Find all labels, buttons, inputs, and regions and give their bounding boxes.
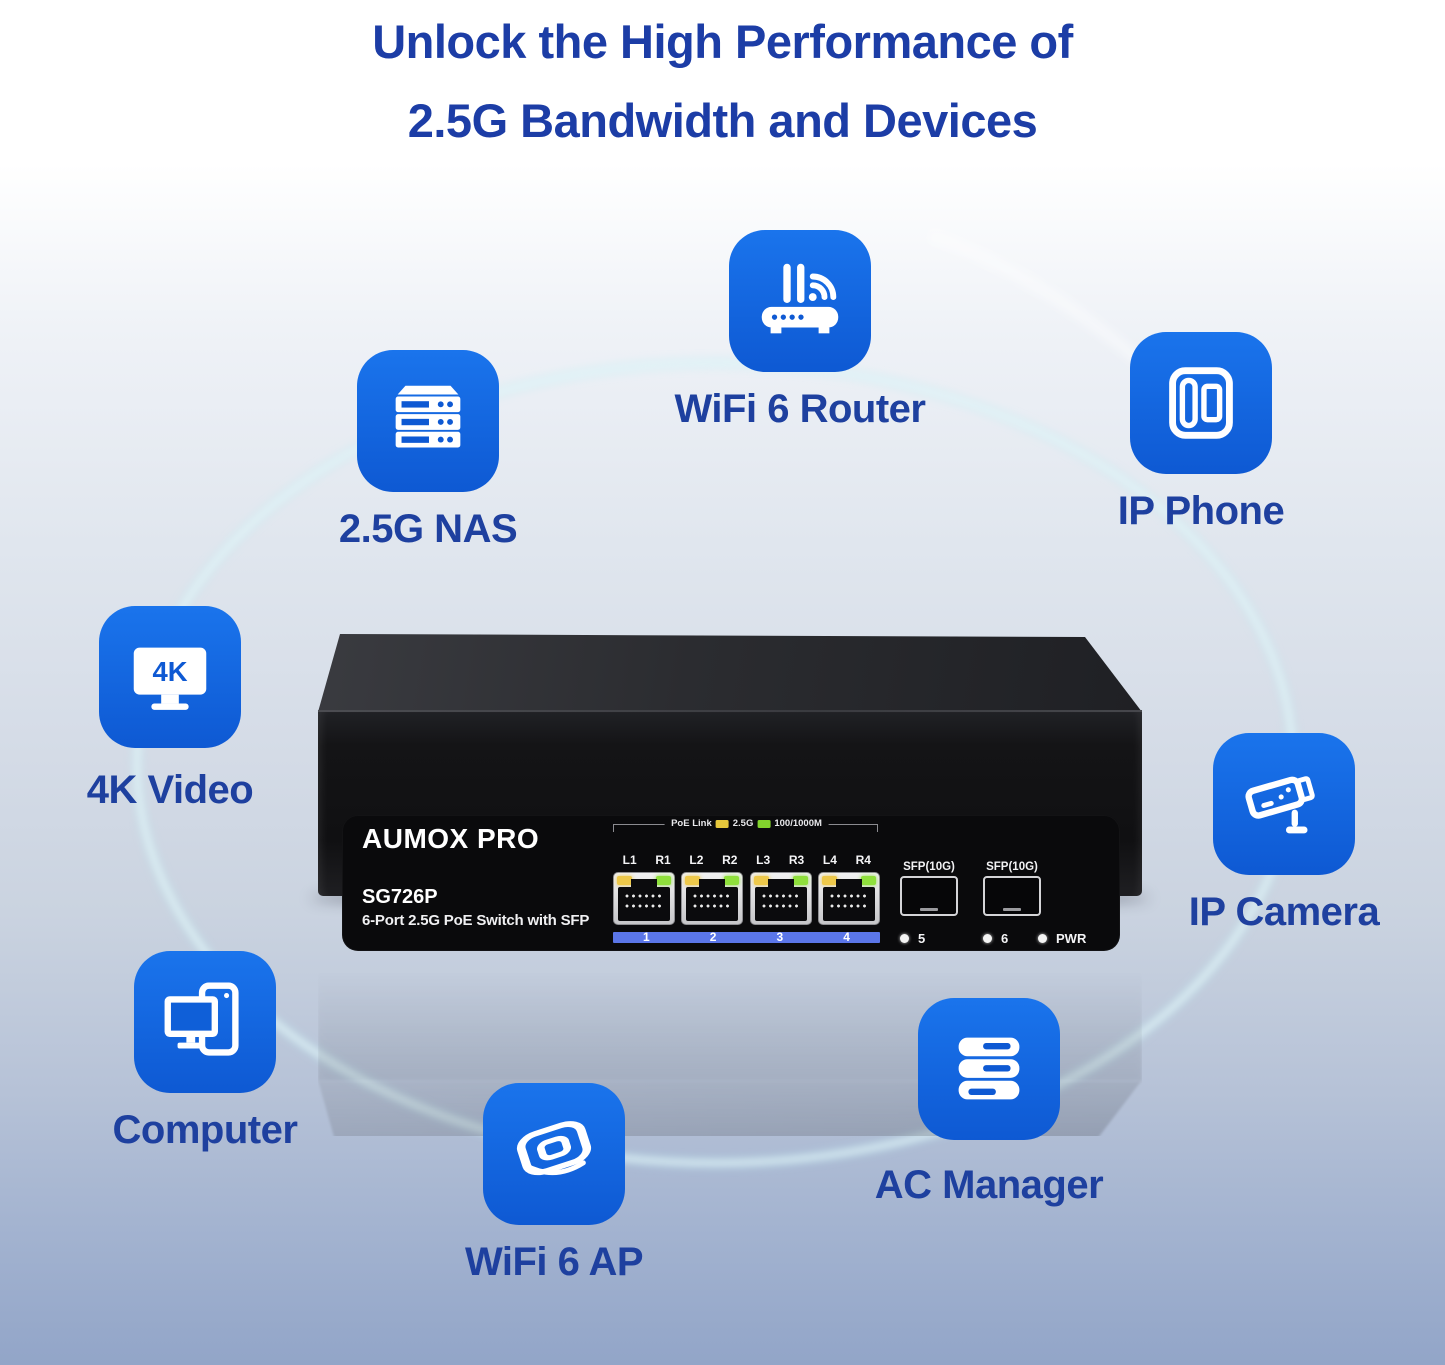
device-computer: Computer	[55, 951, 355, 1153]
4k-badge: 4K	[152, 656, 187, 687]
port-led-label: R3	[788, 853, 805, 867]
rj45-port	[613, 872, 675, 925]
device-label: IP Phone	[1117, 489, 1285, 533]
port-led-label: L1	[622, 853, 637, 867]
sfp5-led: 5	[900, 931, 925, 946]
legend-2-5g-label: 2.5G	[732, 818, 754, 829]
rj45-port	[817, 872, 880, 925]
legend-poe-link-label: PoE Link	[671, 818, 712, 829]
sfp-cage-icon	[900, 876, 958, 916]
rj45-ports	[613, 872, 880, 925]
led-dot	[900, 934, 909, 943]
device-label: IP Camera	[1188, 890, 1380, 934]
led-dot	[983, 934, 992, 943]
product-description: 6-Port 2.5G PoE Switch with SFP	[362, 912, 590, 929]
sfp-port-5: SFP(10G)	[900, 861, 958, 916]
device-nas: 2.5G NAS	[278, 350, 578, 552]
port-number: 2	[709, 930, 717, 944]
rj45-port	[681, 872, 744, 925]
device-ac-manager: AC Manager	[839, 998, 1139, 1208]
led-legend: PoE Link 2.5G 100/1000M	[664, 818, 829, 829]
title-line-1: Unlock the High Performance of	[372, 15, 1073, 68]
wifi6-ap-icon	[483, 1083, 625, 1225]
brand-name: AUMOX PRO	[362, 823, 540, 854]
4k-monitor-icon: 4K	[99, 606, 241, 748]
port-led-label: L2	[689, 853, 704, 867]
pwr-label: PWR	[1056, 931, 1087, 946]
legend-100-1000m-label: 100/1000M	[774, 818, 822, 829]
switch-front-face: AUMOX PRO SG726P 6-Port 2.5G PoE Switch …	[318, 712, 1142, 951]
port-number: 1	[643, 930, 650, 944]
sfp-port-group: SFP(10G) SFP(10G) 5 6	[888, 815, 1113, 951]
device-label: 4K Video	[86, 768, 254, 812]
ip-phone-icon	[1130, 332, 1272, 474]
port-led-label: L3	[756, 853, 771, 867]
ac-manager-icon	[918, 998, 1060, 1140]
sfp-label: SFP(10G)	[903, 861, 955, 873]
switch-top-face	[318, 634, 1142, 712]
device-label: AC Manager	[874, 1163, 1104, 1207]
port-led-label: R4	[855, 853, 871, 867]
port-led-labels: L1 R1 L2 R2 L3 R3 L4 R4	[613, 853, 880, 867]
device-4k-video: 4K 4K Video	[20, 606, 320, 813]
port-number-bar: 1 2 3 4	[613, 930, 880, 944]
sfp6-led: 6	[983, 931, 1008, 946]
rj45-port	[749, 872, 812, 925]
port-led-label: L4	[822, 853, 837, 867]
device-label: Computer	[112, 1108, 298, 1152]
page-title: Unlock the High Performance of 2.5G Band…	[0, 2, 1445, 160]
port-led-label: R1	[655, 853, 671, 867]
sfp5-number: 5	[918, 931, 926, 946]
sfp6-number: 6	[1001, 931, 1009, 946]
port-led-label: R2	[722, 853, 738, 867]
computer-icon	[134, 951, 276, 1093]
device-ip-phone: IP Phone	[1051, 332, 1351, 534]
port-number: 4	[843, 930, 850, 944]
device-label: 2.5G NAS	[338, 507, 518, 551]
device-label: WiFi 6 Router	[674, 387, 926, 431]
device-wifi6-ap: WiFi 6 AP	[404, 1083, 704, 1285]
green-led-swatch	[757, 819, 771, 828]
port-number: 3	[776, 930, 784, 944]
title-line-2: 2.5G Bandwidth and Devices	[407, 94, 1038, 147]
led-dot	[1038, 934, 1047, 943]
rj45-port-group: PoE Link 2.5G 100/1000M L1 R1 L2 R2 L3 R3 L4 R4…	[613, 815, 880, 951]
device-ip-camera: IP Camera	[1134, 733, 1434, 935]
device-label: WiFi 6 AP	[464, 1240, 644, 1284]
power-led: PWR	[1038, 931, 1086, 946]
switch-front-edge	[318, 710, 1142, 713]
device-wifi6-router: WiFi 6 Router	[650, 230, 950, 432]
sfp-label: SFP(10G)	[986, 861, 1038, 873]
switch-front-panel: AUMOX PRO SG726P 6-Port 2.5G PoE Switch …	[342, 815, 1120, 951]
wifi6-router-icon	[729, 230, 871, 372]
sfp-cage-icon	[983, 876, 1041, 916]
model-number: SG726P	[362, 886, 438, 908]
ip-camera-icon	[1213, 733, 1355, 875]
poe-switch: AUMOX PRO SG726P 6-Port 2.5G PoE Switch …	[318, 634, 1142, 951]
nas-icon	[357, 350, 499, 492]
sfp-port-6: SFP(10G)	[983, 861, 1041, 916]
yellow-led-swatch	[715, 819, 729, 828]
